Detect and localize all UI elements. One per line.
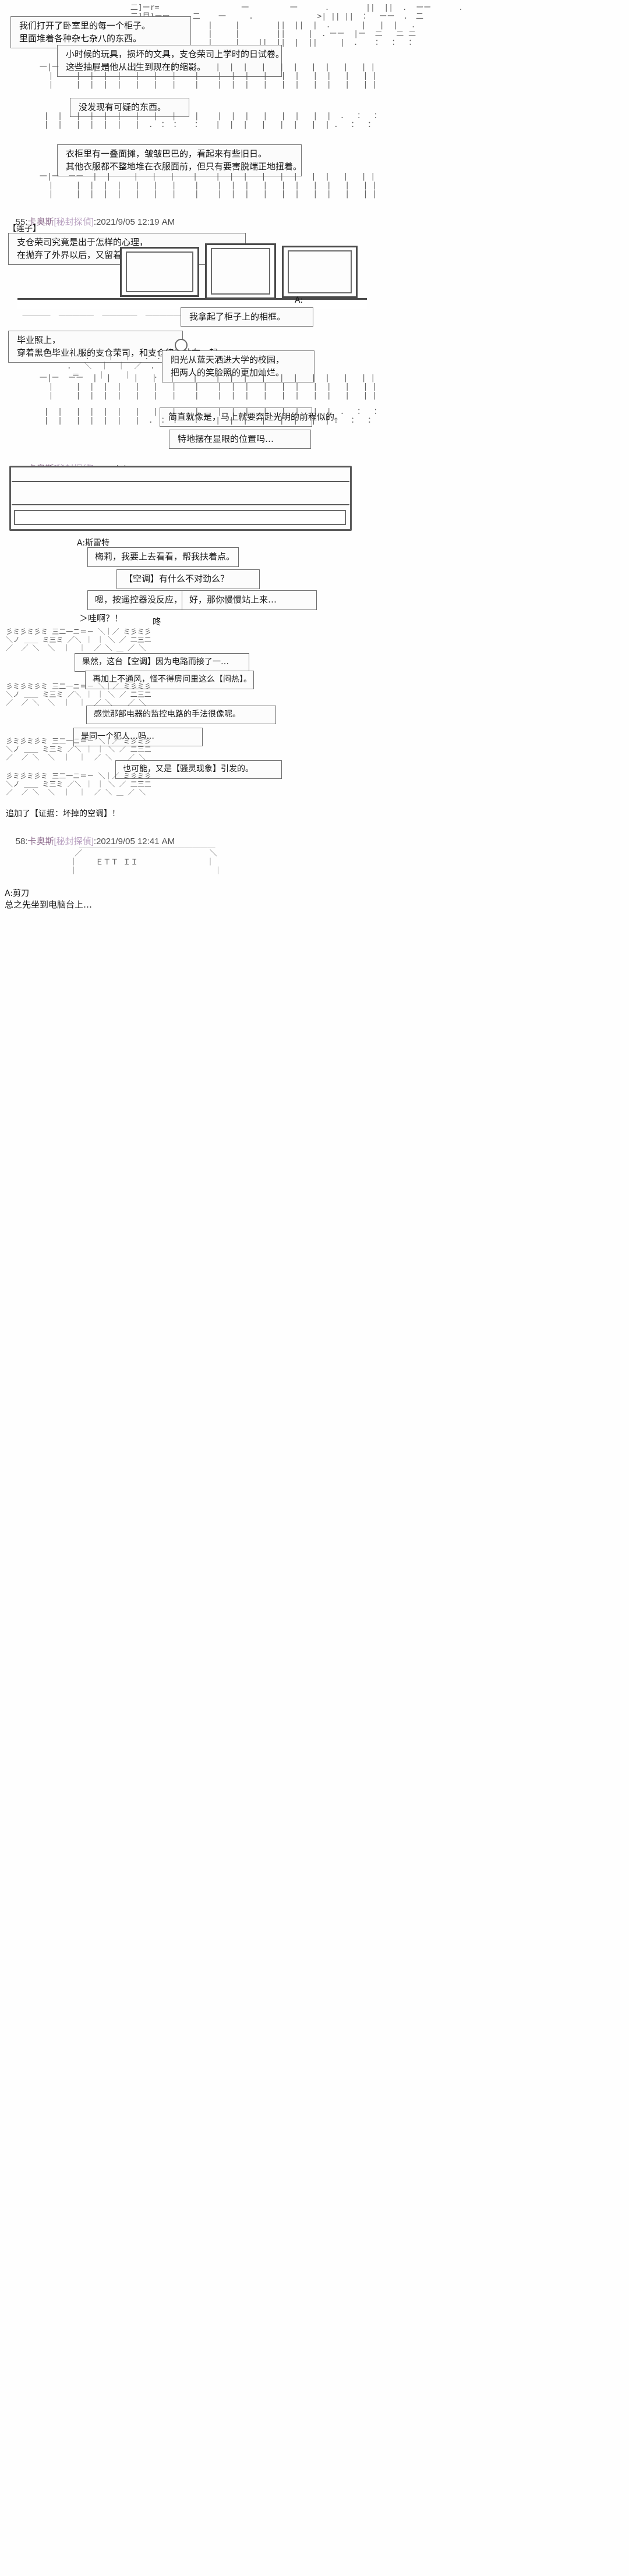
aa-art-room-low: | | | | | | | | | | | | | | | | | | ． ： … [44,112,381,129]
aa-art-static-noise-4: 彡ミ彡ミ彡ミ 三二一ニ＝－ ＼｜／ ミ彡ミ彡 ＼ノ ＿＿ ミ三ミ ／＼ ｜ ｜ … [6,772,151,796]
aa-art-static-noise-2: 彡ミ彡ミ彡ミ 三二一ニ＝－ ＼｜／ ミ彡ミ彡 ＼ノ ＿＿ ミ三ミ ／＼ ｜ ｜ … [6,682,151,707]
post-sep: : [25,217,28,227]
speaker-tag-a-sleight: A:斯雷特 [77,538,110,548]
speaker-tag-renko: 【莲子】 [8,224,41,233]
post-date: 2021/9/05 12:19 AM [96,217,175,227]
post-date-sep: : [93,217,97,227]
aa-art-static-noise-3: 彡ミ彡ミ彡ミ 三二一ニ＝－ ＼｜／ ミ彡ミ彡 ＼ノ ＿＿ ミ三ミ ／＼ ｜ ｜ … [6,737,151,761]
post-date-sep: : [93,837,97,846]
ac-vent [14,510,346,525]
bubble-ac-circuit: 果然，这台【空调】因为电路而接了一… [75,653,249,672]
caption-sunlight: 阳光从蓝天洒进大学的校园， 把两人的笑脸照的更加灿烂。 [162,350,314,382]
speaker-tag-a-right: A: [295,296,303,305]
sfx-thud: 咚 [153,616,162,627]
post-sep: : [25,837,28,846]
caption-wardrobe-suit: 衣柜里有一叠面摊，皱皱巴巴的，看起来有些旧日。 其他衣服都不整地堆在衣服面前，但… [57,144,302,176]
aa-art-room-mid: 一|ー ーー | | | | | | | | | | | | | | | | |… [39,63,377,89]
photo-frame-center-inner [211,248,270,295]
post-author[interactable]: 卡奥斯 [27,837,54,846]
shelf-surface [17,298,367,309]
photo-frame-right-inner [288,250,352,293]
sun-icon [175,339,188,352]
ac-seam-mid [12,504,349,505]
bubble-similar-method: 感觉那部电器的监控电路的手法很像呢。 [86,706,276,724]
bubble-ac-wrong: 【空调】有什么不对劲么？ [116,569,260,589]
aa-art-campus-bottom: | | | | | | | | | | | | | | | | | | ． ： … [44,408,381,425]
caption-nothing-suspicious: 没发现有可疑的东西。 [70,98,189,117]
caption-placed-prominently: 特地摆在显眼的位置吗… [169,430,311,449]
aa-art-static-noise: 彡ミ彡ミ彡ミ 三二一ニ＝－ ＼｜／ ミ彡ミ彡 ＼ノ ＿＿ ミ三ミ ／＼ ｜ ｜ … [6,628,151,652]
post-number: 55 [15,217,26,227]
caption-drawer-contents: 小时候的玩具，损坏的文具，支仓荣司上学时的日试卷。 这些抽屉是他从出生到现在的缩… [57,45,284,77]
post-date: 2021/9/05 12:41 AM [96,837,175,846]
post-tripcode: [秘封探偵] [54,217,94,227]
bubble-no-ventilation: 再加上不通风，怪不得房间里这么【闷热】。 [85,671,254,689]
speaker-tag-a-scissors: A:剪刀 [5,889,30,898]
post-number: 58 [15,837,26,846]
aa-art-room-bottom: 一|ー ーー | | | | | | | | | | | | | | | | |… [39,172,377,199]
bubble-step-up-slowly: 好，那你慢慢站上来… [182,590,317,610]
caption-open-cabinets: 我们打开了卧室里的每一个柜子。 里面堆着各种杂七杂八的东西。 [10,16,191,48]
post-header-55: 55:卡奥斯[秘封探偵]:2021/9/05 12:19 AM [2,205,175,240]
photo-frame-left-inner [126,251,193,292]
bubble-poltergeist: 也可能，又是【骚灵现象】引发的。 [115,760,282,779]
shout-waa: ＞哇啊？！ [79,613,123,623]
aa-art-computer-desk: ＿＿＿＿＿＿＿＿＿＿＿＿＿＿＿＿＿＿ ／ ＼ ｜ ＥＴＴ ＩＩ ｜ ｜ ｜ [70,841,222,876]
caption-sit-at-desk: 总之先坐到电脑台上… [5,899,93,910]
caption-bright-future: 简直就像是，马上就要奔赴光明的前程似的。 [160,408,343,427]
post-header-58: 58:卡奥斯[秘封探偵]:2021/9/05 12:41 AM [2,824,175,859]
ac-seam-top [12,481,349,482]
system-evidence-added: 追加了【证据：坏掉的空调】！ [6,809,120,818]
aa-art-campus: 一|ー ーー | | | | | | | | | | | | | | | | |… [39,374,377,400]
post-tripcode: [秘封探偵] [54,837,94,846]
bubble-merry-hold-me: 梅莉，我要上去看看，帮我扶着点。 [87,547,239,567]
caption-picked-up-frame: 我拿起了柜子上的相框。 [181,307,313,327]
post-author[interactable]: 卡奥斯 [27,217,54,227]
bubble-same-culprit: 是同一个犯人…吗… [73,728,203,746]
